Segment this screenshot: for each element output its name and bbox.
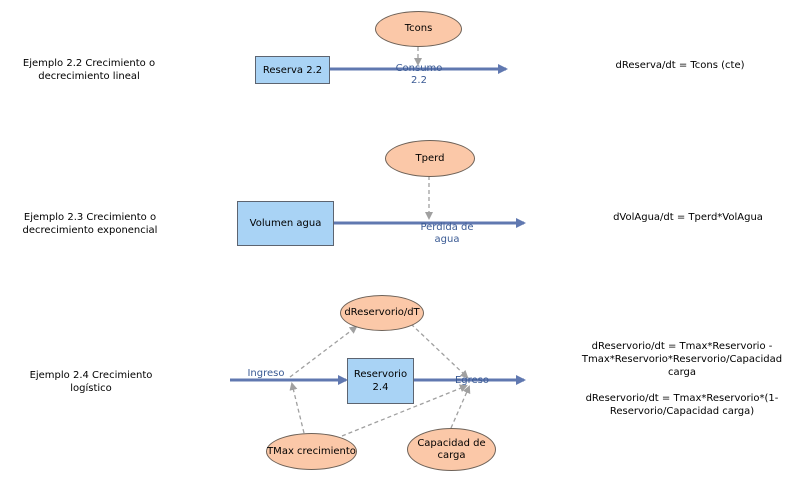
flow-label-consumo: Consumo 2.2: [395, 63, 443, 86]
aux-tcons[interactable]: Tcons: [375, 11, 462, 47]
aux-tperd[interactable]: Tperd: [385, 140, 475, 177]
link-tmax-to-ingreso: [289, 382, 305, 434]
stock-reserva[interactable]: Reserva 2.2: [255, 56, 330, 84]
row2-equation: dVolAgua/dt = Tperd*VolAgua: [613, 212, 763, 223]
flow-label-perdida: Perdida de agua: [420, 222, 474, 245]
link-tmax-to-egreso: [341, 384, 468, 437]
flow-label-ingreso: Ingreso: [247, 368, 285, 379]
aux-tmax-crecimiento[interactable]: TMax crecimiento: [266, 433, 357, 470]
stock-volumen-agua[interactable]: Volumen agua: [237, 201, 334, 246]
row2-title: Ejemplo 2.3 Crecimiento o decrecimiento …: [22, 212, 158, 236]
row3-equation-2: dReservorio/dt = Tmax*Reservorio*(1-Rese…: [585, 393, 779, 417]
aux-capacidad-carga[interactable]: Capacidad de carga: [407, 428, 496, 471]
row1-equation: dReserva/dt = Tcons (cte): [615, 60, 745, 71]
link-capacidad-to-egreso: [450, 385, 471, 429]
link-dreservorio-to-egreso: [410, 323, 469, 379]
flow-label-egreso: Egreso: [454, 375, 490, 386]
row3-title: Ejemplo 2.4 Crecimiento logístico: [29, 370, 153, 394]
row1-title: Ejemplo 2.2 Crecimiento o decrecimiento …: [22, 58, 156, 82]
aux-dreservorio[interactable]: dReservorio/dT: [340, 295, 424, 331]
row3-equation-1: dReservorio/dt = Tmax*Reservorio - Tmax*…: [581, 341, 783, 378]
stock-reservorio[interactable]: Reservorio 2.4: [347, 358, 414, 404]
